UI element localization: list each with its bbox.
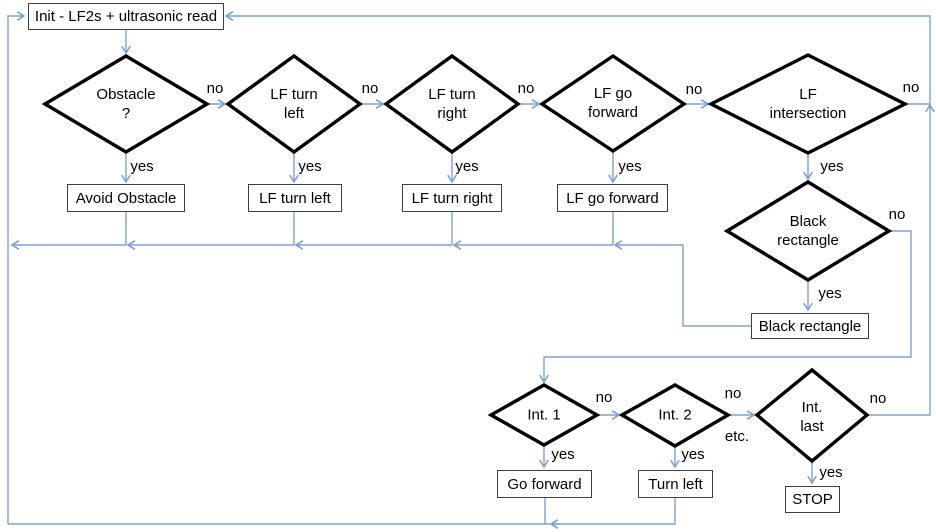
no-label-obstacle: no [206,80,224,97]
lf-go-forward-box-label: LF go forward [566,189,659,207]
lf-intersection-decision-shape [707,53,909,155]
yes-label-turnright: yes [455,158,479,175]
no-label-goforward: no [685,81,703,98]
stop-box-label: STOP [792,491,833,508]
no-label-intlast: no [869,390,887,407]
no-label-int1: no [595,389,613,406]
no-label-turnleft: no [361,80,379,97]
no-label-blackrectangle: no [888,206,906,223]
etc-label: etc. [724,428,750,445]
init-box: Init - LF2s + ultrasonic read [28,3,224,30]
edge-intersection-no-return [224,11,931,105]
int-2-decision-label: Int. 2 [658,406,692,424]
edge-bottom-line [8,498,676,525]
avoid-obstacle-box: Avoid Obstacle [67,184,185,212]
lf-turn-left-decision-label: LF turn left [270,86,318,122]
lf-turn-left-box-label: LF turn left [259,189,331,207]
yes-label-goforward: yes [618,158,642,175]
edge-blackdiamond-no-to-int1 [539,230,912,384]
yes-label-int2: yes [681,446,705,463]
black-rectangle-box: Black rectangle [751,313,869,339]
int-1-decision-label: Int. 1 [527,406,561,424]
init-box-label: Init - LF2s + ultrasonic read [34,8,218,25]
int-1-decision-shape [487,383,601,447]
edge-loop-left-to-init [7,11,26,524]
lf-turn-right-box: LF turn right [402,184,502,212]
no-label-turnright: no [517,80,535,97]
turn-left-box-label: Turn left [648,475,703,493]
go-forward-box-label: Go forward [507,475,582,493]
obstacle-decision-shape [41,54,211,154]
black-rectangle-box-label: Black rectangle [758,317,862,335]
lf-intersection-decision-label: LF intersection [769,86,847,122]
lf-go-forward-box: LF go forward [557,184,668,212]
no-label-intersection: no [902,79,920,96]
go-forward-box: Go forward [497,470,592,498]
lf-go-forward-decision-label: LF go forward [587,85,639,121]
yes-label-intlast: yes [819,464,843,481]
turn-left-box: Turn left [638,470,713,498]
yes-label-turnleft: yes [298,158,322,175]
int-last-decision-label: Int. last [800,399,824,435]
obstacle-decision-label: Obstacle ? [96,86,156,122]
yes-label-obstacle: yes [130,158,154,175]
no-label-int2: no [724,385,742,402]
edge-intlast-no-up [867,103,935,416]
lf-turn-right-decision-label: LF turn right [428,86,476,122]
black-rectangle-decision-label: Black rectangle [777,213,839,249]
yes-label-int1: yes [551,446,575,463]
lf-turn-right-decision-shape [383,53,521,155]
int-last-decision-shape [754,367,870,464]
lf-turn-left-decision-shape [225,53,363,155]
edge-blackrectbox-out [682,245,751,327]
lf-go-forward-decision-shape [538,53,688,154]
lf-turn-right-box-label: LF turn right [411,189,493,207]
black-rectangle-decision-shape [723,180,893,282]
avoid-obstacle-box-label: Avoid Obstacle [75,189,177,207]
lf-turn-left-box: LF turn left [248,184,342,212]
int-2-decision-shape [618,383,732,448]
yes-label-blackrectangle: yes [818,285,842,302]
stop-box: STOP [785,486,840,513]
yes-label-intersection: yes [820,158,844,175]
